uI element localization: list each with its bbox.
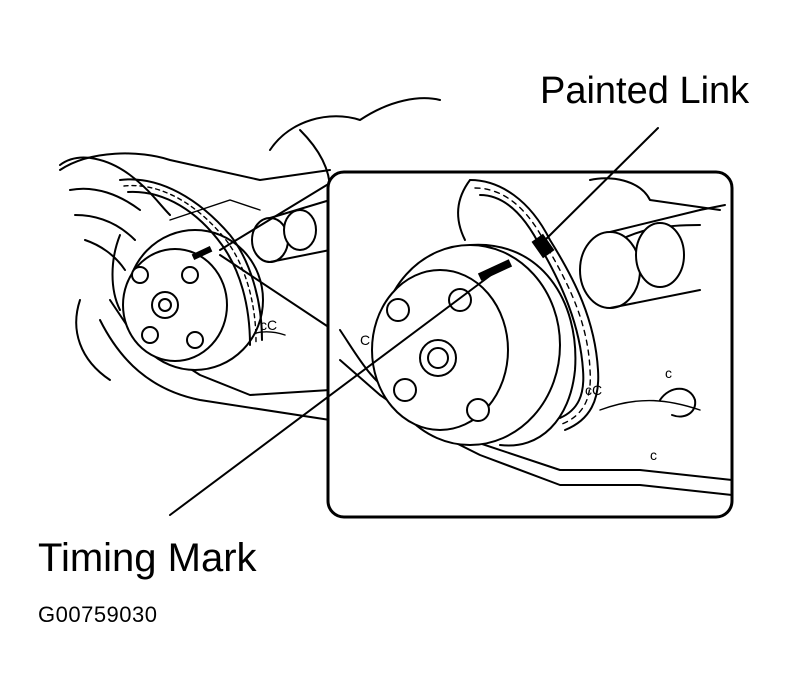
svg-text:cC: cC [260,317,277,333]
timing-mark-leader [169,271,496,516]
camshaft-left [251,199,331,263]
svg-text:c: c [650,447,657,463]
chain-left [111,178,263,346]
painted-link-label: Painted Link [540,70,750,112]
svg-text:c: c [665,365,672,381]
zoom-callout-line-top [219,179,336,251]
svg-text:cC: cC [585,382,602,398]
timing-mark-label: Timing Mark [38,536,257,580]
zoom-inset: C cC c c [326,170,734,519]
timing-mark-notch [477,259,513,281]
painted-link-leader [539,127,659,246]
zoom-callout-line-bottom [219,254,331,329]
painted-link-marker [531,233,555,259]
figure-code: G00759030 [38,602,158,627]
sprocket-small [122,229,264,371]
svg-text:C: C [360,332,370,348]
